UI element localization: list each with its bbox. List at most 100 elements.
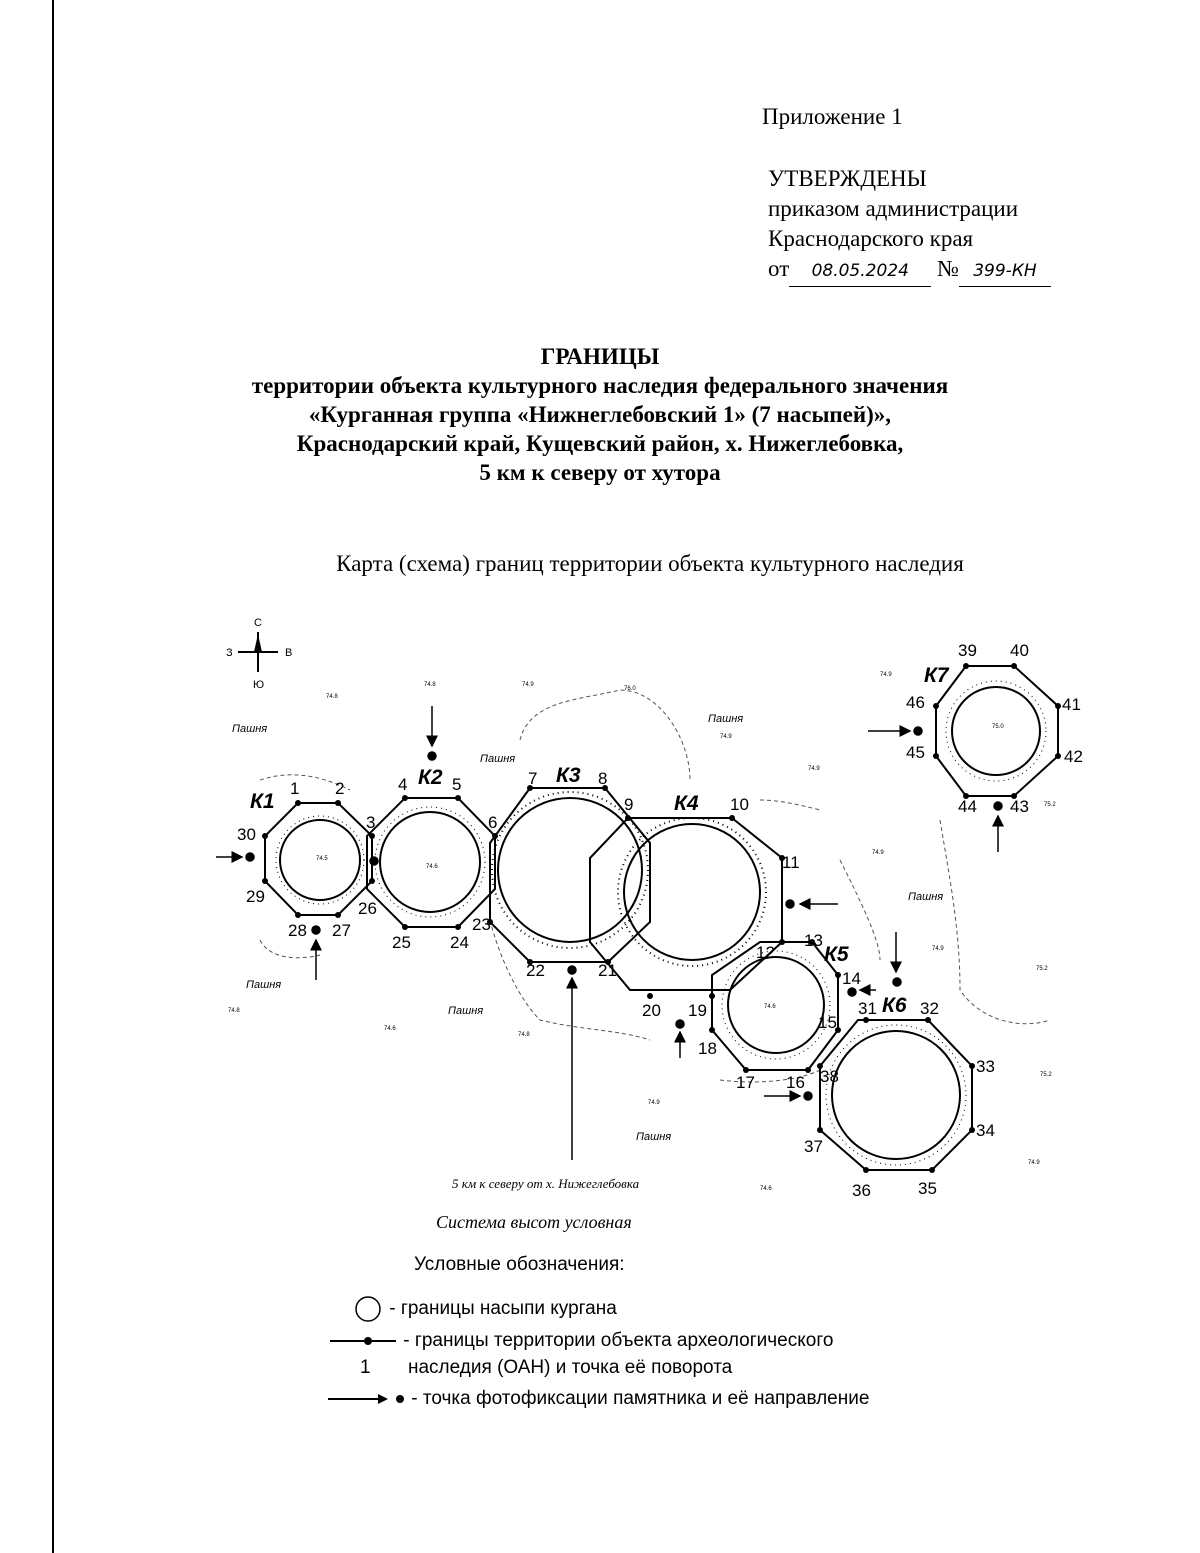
mound-label-k7: К7 bbox=[924, 664, 950, 687]
svg-text:Пашня: Пашня bbox=[448, 1005, 483, 1017]
terrain-contours bbox=[259, 689, 1051, 1083]
svg-text:Пашня: Пашня bbox=[232, 723, 267, 735]
appendix-label: Приложение 1 bbox=[762, 104, 903, 129]
legend-oan-boundary-cont: наследия (ОАН) и точка её поворота bbox=[408, 1357, 733, 1378]
approved-line-2: Краснодарского края bbox=[768, 226, 974, 251]
mound-k4 bbox=[623, 823, 761, 961]
svg-text:19: 19 bbox=[688, 1001, 707, 1020]
compass-rose: С Ю З В bbox=[226, 617, 292, 691]
svg-text:28: 28 bbox=[288, 921, 307, 940]
svg-text:74.9: 74.9 bbox=[932, 946, 944, 952]
mound-circles bbox=[275, 680, 1047, 1166]
mound-label-k2: К2 bbox=[418, 766, 443, 789]
svg-text:74.9: 74.9 bbox=[880, 672, 892, 678]
svg-text:42: 42 bbox=[1064, 747, 1083, 766]
photo-fixation-points bbox=[216, 706, 1004, 1160]
svg-text:76.0: 76.0 bbox=[624, 686, 636, 692]
svg-text:4: 4 bbox=[398, 775, 407, 794]
oan-boundary-k6 bbox=[819, 1019, 973, 1171]
svg-text:17: 17 bbox=[736, 1073, 755, 1092]
svg-text:22: 22 bbox=[526, 961, 545, 980]
legend-point-number: 1 bbox=[360, 1357, 371, 1378]
svg-text:74.9: 74.9 bbox=[872, 850, 884, 856]
svg-text:Пашня: Пашня bbox=[708, 713, 743, 725]
height-system-note: Система высот условная bbox=[436, 1212, 632, 1232]
legend-oan-boundary: - границы территории объекта археологиче… bbox=[328, 1330, 833, 1352]
svg-text:Пашня: Пашня bbox=[636, 1131, 671, 1143]
legend-title: Условные обозначения: bbox=[414, 1254, 625, 1275]
legend-photo-point: - точка фотофиксации памятника и её напр… bbox=[326, 1388, 869, 1410]
mound-label-k1: К1 bbox=[250, 790, 275, 813]
svg-text:Пашня: Пашня bbox=[480, 753, 515, 765]
legend-mound-boundary: - границы насыпи кургана bbox=[354, 1294, 617, 1324]
svg-text:18: 18 bbox=[698, 1039, 717, 1058]
svg-text:41: 41 bbox=[1062, 695, 1081, 714]
svg-text:8: 8 bbox=[598, 769, 607, 788]
compass-west: З bbox=[226, 647, 233, 659]
approved-line-1: приказом администрации bbox=[768, 196, 1019, 221]
svg-text:74.8: 74.8 bbox=[424, 682, 436, 688]
svg-text:23: 23 bbox=[472, 915, 491, 934]
svg-text:74.8: 74.8 bbox=[518, 1032, 530, 1038]
mound-k6 bbox=[831, 1030, 961, 1160]
svg-text:6: 6 bbox=[488, 813, 497, 832]
svg-text:24: 24 bbox=[450, 933, 469, 952]
svg-text:21: 21 bbox=[598, 961, 617, 980]
left-margin-line bbox=[52, 0, 54, 1553]
mound-k3 bbox=[497, 797, 643, 943]
svg-text:36: 36 bbox=[852, 1181, 871, 1200]
svg-text:3: 3 bbox=[366, 813, 375, 832]
handwritten-number: 399-КН bbox=[958, 256, 1051, 287]
svg-text:16: 16 bbox=[786, 1073, 805, 1092]
circle-icon bbox=[355, 1296, 381, 1322]
mound-k2 bbox=[379, 811, 481, 913]
svg-text:35: 35 bbox=[918, 1179, 937, 1198]
mound-k5 bbox=[727, 956, 825, 1054]
svg-text:14: 14 bbox=[842, 969, 861, 988]
svg-text:46: 46 bbox=[906, 693, 925, 712]
svg-text:75.2: 75.2 bbox=[1040, 1072, 1052, 1078]
map-subtitle: Карта (схема) границ территории объекта … bbox=[336, 551, 964, 576]
svg-text:29: 29 bbox=[246, 887, 265, 906]
svg-text:Пашня: Пашня bbox=[246, 979, 281, 991]
svg-text:74.9: 74.9 bbox=[648, 1100, 660, 1106]
photo-point-icon bbox=[328, 1394, 404, 1404]
svg-text:13: 13 bbox=[804, 931, 823, 950]
svg-text:31: 31 bbox=[858, 999, 877, 1018]
mound-k1 bbox=[279, 819, 361, 901]
svg-text:11: 11 bbox=[782, 853, 800, 872]
number-prefix: № bbox=[937, 256, 959, 281]
svg-text:74.8: 74.8 bbox=[326, 694, 338, 700]
svg-text:74.6: 74.6 bbox=[426, 864, 438, 870]
svg-text:20: 20 bbox=[642, 1001, 661, 1020]
svg-text:7: 7 bbox=[528, 769, 537, 788]
field-labels: Пашня Пашня Пашня Пашня Пашня Пашня Пашн… bbox=[232, 713, 943, 1143]
location-note: 5 км к северу от х. Нижеглебовка bbox=[452, 1176, 640, 1191]
svg-text:43: 43 bbox=[1010, 797, 1029, 816]
svg-text:9: 9 bbox=[624, 795, 633, 814]
svg-text:44: 44 bbox=[958, 797, 977, 816]
turning-point-dots bbox=[262, 663, 1061, 1173]
mound-label-k3: К3 bbox=[556, 764, 581, 787]
svg-text:45: 45 bbox=[906, 743, 925, 762]
title-line-2: территории объекта культурного наследия … bbox=[251, 373, 949, 398]
svg-text:30: 30 bbox=[237, 825, 256, 844]
svg-text:74.9: 74.9 bbox=[1028, 1160, 1040, 1166]
oan-boundaries bbox=[264, 665, 1059, 1171]
mound-label-k4: К4 bbox=[674, 792, 699, 815]
svg-text:38: 38 bbox=[820, 1067, 839, 1086]
title-line-4: Краснодарский край, Кущевский район, х. … bbox=[296, 431, 904, 456]
approved-heading: УТВЕРЖДЕНЫ bbox=[768, 166, 927, 191]
svg-text:33: 33 bbox=[976, 1057, 995, 1076]
svg-text:75.2: 75.2 bbox=[1036, 966, 1048, 972]
approval-block: УТВЕРЖДЕНЫ приказом администрации Красно… bbox=[768, 164, 1051, 287]
svg-text:34: 34 bbox=[976, 1121, 995, 1140]
handwritten-date: 08.05.2024 bbox=[789, 256, 932, 287]
svg-text:75.2: 75.2 bbox=[1044, 802, 1056, 808]
svg-text:74.6: 74.6 bbox=[384, 1026, 396, 1032]
svg-text:37: 37 bbox=[804, 1137, 823, 1156]
svg-text:39: 39 bbox=[958, 641, 977, 660]
boundary-map: С Ю З В bbox=[216, 617, 1083, 1232]
svg-text:74.8: 74.8 bbox=[228, 1008, 240, 1014]
